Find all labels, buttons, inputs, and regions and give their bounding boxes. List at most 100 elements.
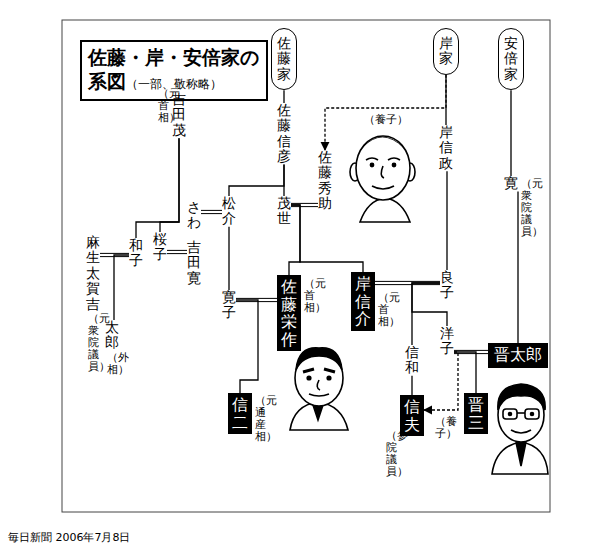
descent-line: [236, 300, 258, 393]
person-name: 松介: [222, 196, 236, 227]
connector-stroke: [201, 210, 222, 211]
diagram-frame: [62, 20, 550, 512]
connector-stroke: [454, 352, 476, 393]
adoption-arrow: [424, 352, 458, 410]
name-text: 桜子: [153, 232, 167, 263]
name-text: 吉田茂: [172, 92, 186, 138]
role-text: （元首相）: [304, 278, 315, 314]
connector-stroke: [236, 300, 258, 393]
person-name: 和子: [129, 238, 143, 269]
name-text: 信和: [405, 345, 419, 376]
connector-stroke: [229, 165, 284, 196]
descent-line: [284, 165, 285, 196]
role-text: （元衆院議員）: [521, 178, 532, 238]
role-text: （元通産相）: [255, 395, 266, 443]
connector-stroke: [411, 376, 412, 395]
descent-line: [160, 138, 179, 232]
name-text: 麻生太賀吉: [86, 235, 100, 312]
descent-line: [412, 376, 413, 395]
connector-stroke: [454, 353, 488, 354]
name-text: 佐藤家: [277, 36, 291, 82]
connector-stroke: [517, 191, 518, 343]
person-name: 信和: [405, 345, 419, 376]
marriage-line: [167, 250, 187, 253]
descent-line: [454, 352, 476, 393]
name-text: 佐藤秀助: [318, 150, 332, 212]
person-name: 寛（元衆院議員）: [504, 176, 518, 191]
person-name: 桜子: [153, 232, 167, 263]
name-text: 岸家: [439, 36, 453, 67]
connector-stroke: [228, 227, 229, 290]
connector-stroke: [167, 253, 187, 254]
connector-stroke: [291, 203, 318, 204]
person-name: 洋子: [440, 326, 454, 357]
family-header: 岸家: [433, 28, 459, 75]
person-name: 太郎（外相）: [105, 320, 119, 351]
descent-line: [114, 255, 129, 320]
descent-line: [412, 283, 440, 345]
descent-line: [291, 205, 363, 272]
connector-stroke: [325, 75, 446, 150]
role-text: （元衆院議員）: [88, 313, 99, 373]
name-text: 信二: [232, 396, 248, 431]
name-text: 寛子: [222, 290, 236, 321]
highlight-name-box: 信夫（参院議員）: [400, 395, 424, 436]
person-name: 茂世: [277, 196, 291, 227]
connector-stroke: [167, 250, 187, 251]
edge-label: （養子）: [435, 416, 446, 440]
note-label: （一部、敬称略）: [126, 77, 222, 91]
person-name: 岸信政: [439, 125, 453, 171]
name-text: 岸信介: [355, 275, 371, 328]
descent-line: [511, 90, 512, 176]
descent-line: [229, 227, 230, 290]
name-text: 晋三: [468, 396, 484, 431]
name-text: 岸信政: [439, 125, 453, 171]
edge-label: （養子）: [364, 112, 408, 127]
connector-stroke: [424, 352, 458, 410]
name-text: 和子: [129, 238, 143, 269]
portrait-hidesuke: [350, 136, 415, 222]
connector-stroke: [412, 283, 440, 345]
name-text: 佐藤栄作: [281, 278, 297, 348]
person-name: 麻生太賀吉（元衆院議員）: [86, 235, 100, 312]
person-name: 佐藤秀助: [318, 150, 332, 212]
name-text: 吉田寛: [187, 240, 201, 286]
name-text: 寛: [504, 176, 518, 191]
name-text: 茂世: [277, 196, 291, 227]
connector-stroke: [446, 171, 447, 270]
name-text: 太郎: [105, 320, 119, 351]
highlight-name-box: 岸信介（元首相）: [351, 272, 375, 331]
descent-line: [229, 165, 284, 196]
family-header: 安倍家: [498, 28, 524, 90]
connector-stroke: [100, 253, 129, 254]
marriage-line: [201, 210, 222, 213]
connector-stroke: [375, 284, 440, 285]
person-name: 佐藤信彦: [277, 103, 291, 165]
name-text: 安倍家: [504, 36, 518, 82]
person-name: 良子: [440, 270, 454, 301]
person-name: 吉田茂（元首相）: [172, 92, 186, 138]
connector-stroke: [510, 90, 511, 176]
connector-stroke: [236, 301, 277, 302]
connector-stroke: [291, 206, 318, 207]
name-text: 良子: [440, 270, 454, 301]
family-header: 佐藤家: [271, 28, 297, 90]
connector-stroke: [375, 281, 440, 282]
connector-stroke: [201, 213, 222, 214]
descent-line: [447, 171, 448, 270]
source-caption: 毎日新聞 2006年7月8日: [8, 530, 131, 545]
person-name: さわ: [187, 200, 201, 231]
descent-line: [518, 191, 519, 343]
connector-stroke: [283, 165, 284, 196]
connector-stroke: [283, 90, 284, 103]
name-text: 信夫: [404, 398, 420, 433]
connector-stroke: [160, 138, 179, 232]
connector-stroke: [136, 138, 179, 238]
connector-stroke: [236, 298, 277, 299]
descent-line: [284, 90, 285, 103]
name-text: 洋子: [440, 326, 454, 357]
person-name: 寛子: [222, 290, 236, 321]
descent-line: [136, 138, 179, 238]
role-text: （元首相）: [158, 88, 169, 124]
